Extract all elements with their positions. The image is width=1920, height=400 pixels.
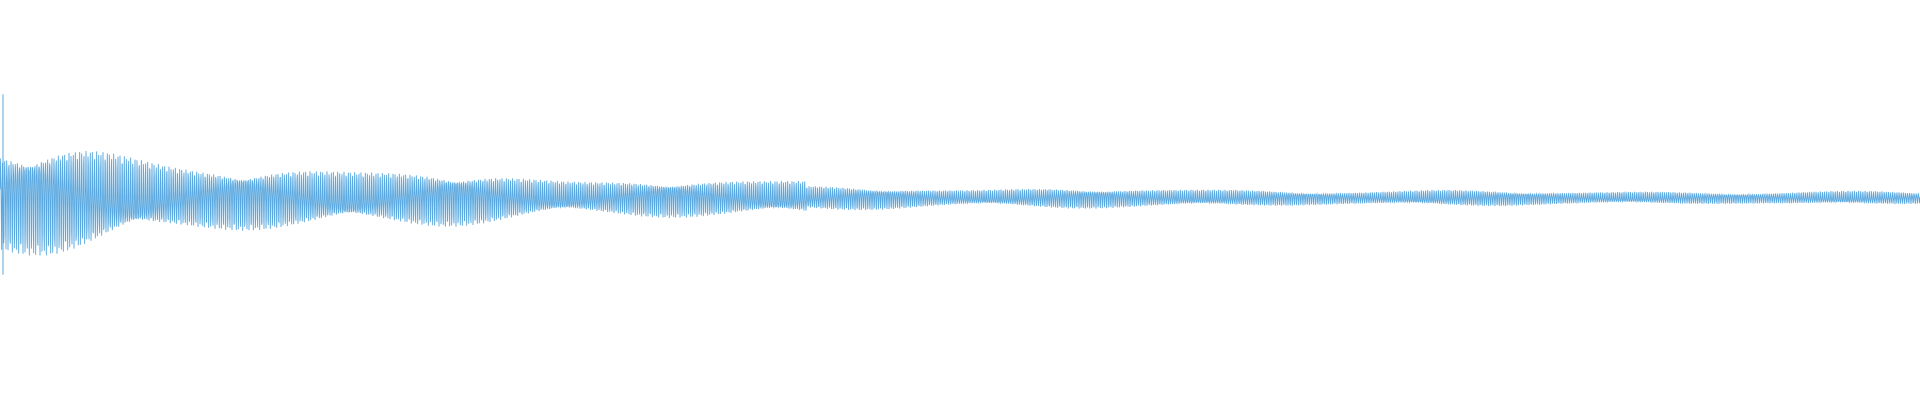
waveform-path-group: [0, 94, 1920, 275]
waveform-signal-line: [0, 150, 1920, 256]
